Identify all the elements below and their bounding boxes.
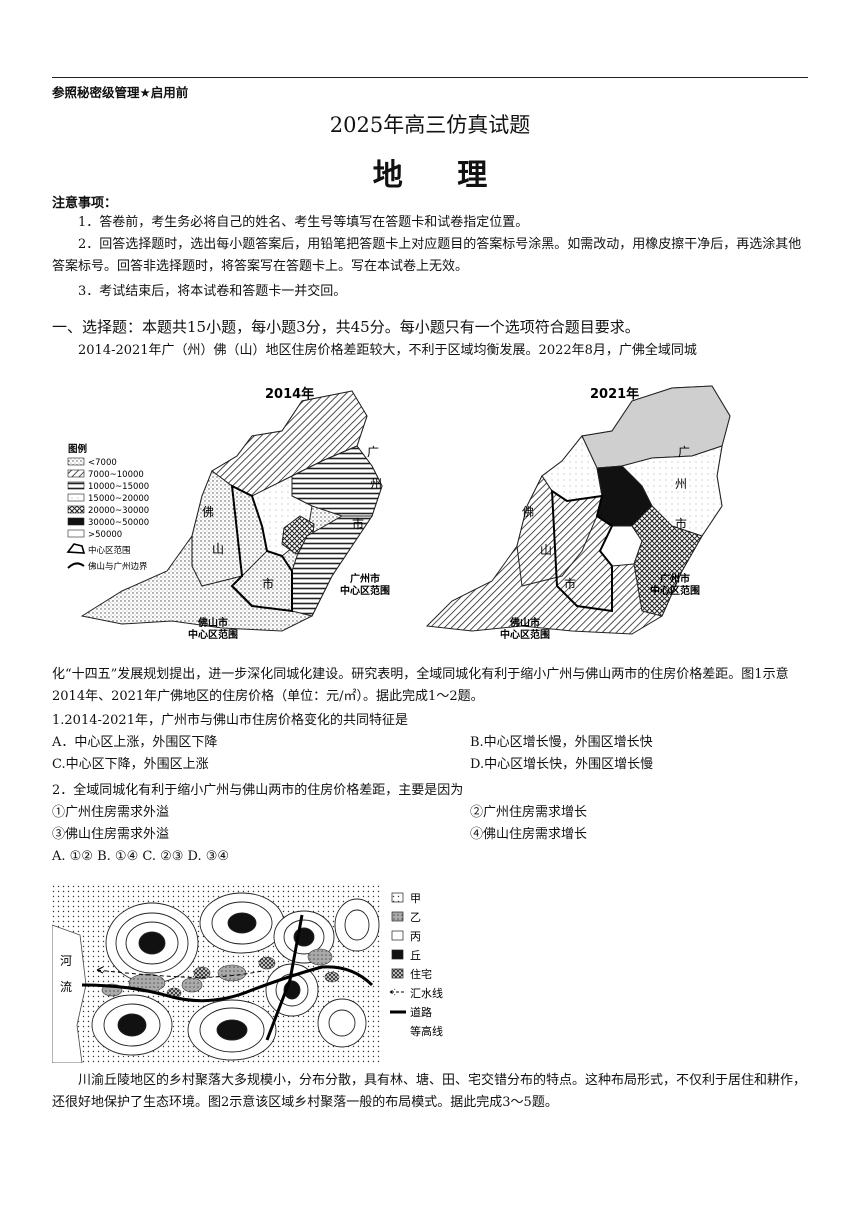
label-zhou-right: 州 [675,477,687,491]
legend-item-2: 7000~10000 [88,470,144,480]
q1-option-c: C.中心区下降，外围区上涨 [52,757,209,772]
legend2-item-road: 道路 [410,1005,432,1019]
gz-center-left: 广州市中心区范围 [340,572,390,597]
q1-option-a: A．中心区上涨，外围区下降 [52,735,218,750]
label-shan-left: 山 [212,542,224,556]
legend-item-7: >50000 [88,530,122,540]
map-right-title: 2021年 [590,386,639,402]
river [52,924,87,1063]
q2-choices: A. ①② B. ①④ C. ②③ D. ③④ [52,849,230,864]
header-rule [52,77,808,78]
map-2021 [425,385,731,635]
q2-item-2: ②广州住房需求增长 [470,805,588,820]
figure1-legend: 图例 <7000 7000~10000 10000~15000 15000~20… [66,443,149,572]
label-shi-right: 市 [675,516,687,531]
legend2-item-jia: 甲 [410,892,421,905]
houses [166,956,340,999]
label-fo-left: 佛 [202,505,214,519]
ponds [101,948,333,997]
road-branch [265,914,304,1041]
label-shi-left: 市 [352,516,364,531]
q2-item-1: ①广州住房需求外溢 [52,805,170,820]
map-left-title: 2014年 [265,386,314,402]
figure2-settlement-diagram: 河流 甲 乙 丙 丘 住宅 [52,885,443,1063]
label-shan-right: 山 [540,543,552,557]
intro2-paragraph: 川渝丘陵地区的乡村聚落大多规模小，分布分散，具有林、塘、田、宅交错分布的特点。这… [52,1073,807,1110]
q2-item-3: ③佛山住房需求外溢 [52,827,170,842]
label-shi2-right: 市 [564,576,576,591]
label-shi2-left: 市 [262,576,274,591]
river-label: 河流 [60,954,72,994]
gz-center-right: 广州市中心区范围 [650,572,700,597]
notes-heading: 注意事项： [52,196,118,211]
legend-item-1: <7000 [88,458,117,468]
label-guang-left: 广 [367,445,379,459]
figure2-legend: 甲 乙 丙 丘 住宅 汇水线 道路 等高线 [389,892,443,1038]
label-zhou-left: 州 [370,477,382,491]
label-fo-right: 佛 [522,505,534,519]
q2-item-4: ④佛山住房需求增长 [470,827,588,842]
catchment-line [96,969,263,978]
legend2-item-bing: 丙 [410,930,421,943]
label-guang-right: 广 [678,445,690,459]
figure1-maps: 2014年 广 州 市 佛 山 市 广州市中心区范围 佛山市中心区范围 图例 <… [66,385,731,641]
legend2-item-contour: 等高线 [410,1024,443,1038]
note-item-2: 2．回答选择题时，选出每小题答案后，用铅笔把答题卡上对应题目的答案标号涂黑。如需… [52,237,802,274]
legend2-item-huishui: 汇水线 [410,986,443,1000]
q1-option-b: B.中心区增长慢，外围区增长快 [470,735,653,750]
legend2-item-yi: 乙 [410,911,421,924]
intro1-line1: 2014-2021年广（州）佛（山）地区住房价格差距较大，不利于区域均衡发展。2… [78,343,697,358]
exam-title: 2025年高三仿真试题 [329,113,531,137]
legend-item-6: 30000~50000 [88,518,149,528]
legend2-item-zhuzhai: 住宅 [410,967,432,981]
note-item-3: 3．考试结束后，将本试卷和答题卡一并交回。 [78,284,347,299]
note-item-1: 1．答卷前，考生务必将自己的姓名、考生号等填写在答题卡和试卷指定位置。 [78,215,529,230]
legend-item-4: 15000~20000 [88,494,149,504]
confidential-label: 参照秘密级管理★启用前 [52,85,189,100]
legend-center: 中心区范围 [88,545,131,556]
fs-center-left: 佛山市中心区范围 [188,616,238,641]
subject-title: 地 理 [372,158,510,193]
legend-item-5: 20000~30000 [88,506,149,516]
q1-stem: 1.2014-2021年，广州市与佛山市住房价格变化的共同特征是 [52,713,408,728]
legend-item-3: 10000~15000 [88,482,149,492]
catchment-arrow [96,966,104,974]
q2-stem: 2．全域同城化有利于缩小广州与佛山两市的住房价格差距，主要是因为 [52,783,464,798]
map-2014 [80,390,383,632]
legend-title: 图例 [68,443,87,455]
section1-heading: 一、选择题：本题共15小题，每小题3分，共45分。每小题只有一个选项符合题目要求… [52,318,640,336]
legend-border: 佛山与广州边界 [88,561,148,572]
legend2-item-qiu: 丘 [410,949,421,962]
fs-center-right: 佛山市中心区范围 [500,616,550,641]
q1-option-d: D.中心区增长快，外围区增长慢 [470,757,654,772]
intro1-continuation: 化“十四五”发展规划提出，进一步深化同城化建设。研究表明，全域同城化有利于缩小广… [52,667,789,704]
road [81,965,374,1003]
